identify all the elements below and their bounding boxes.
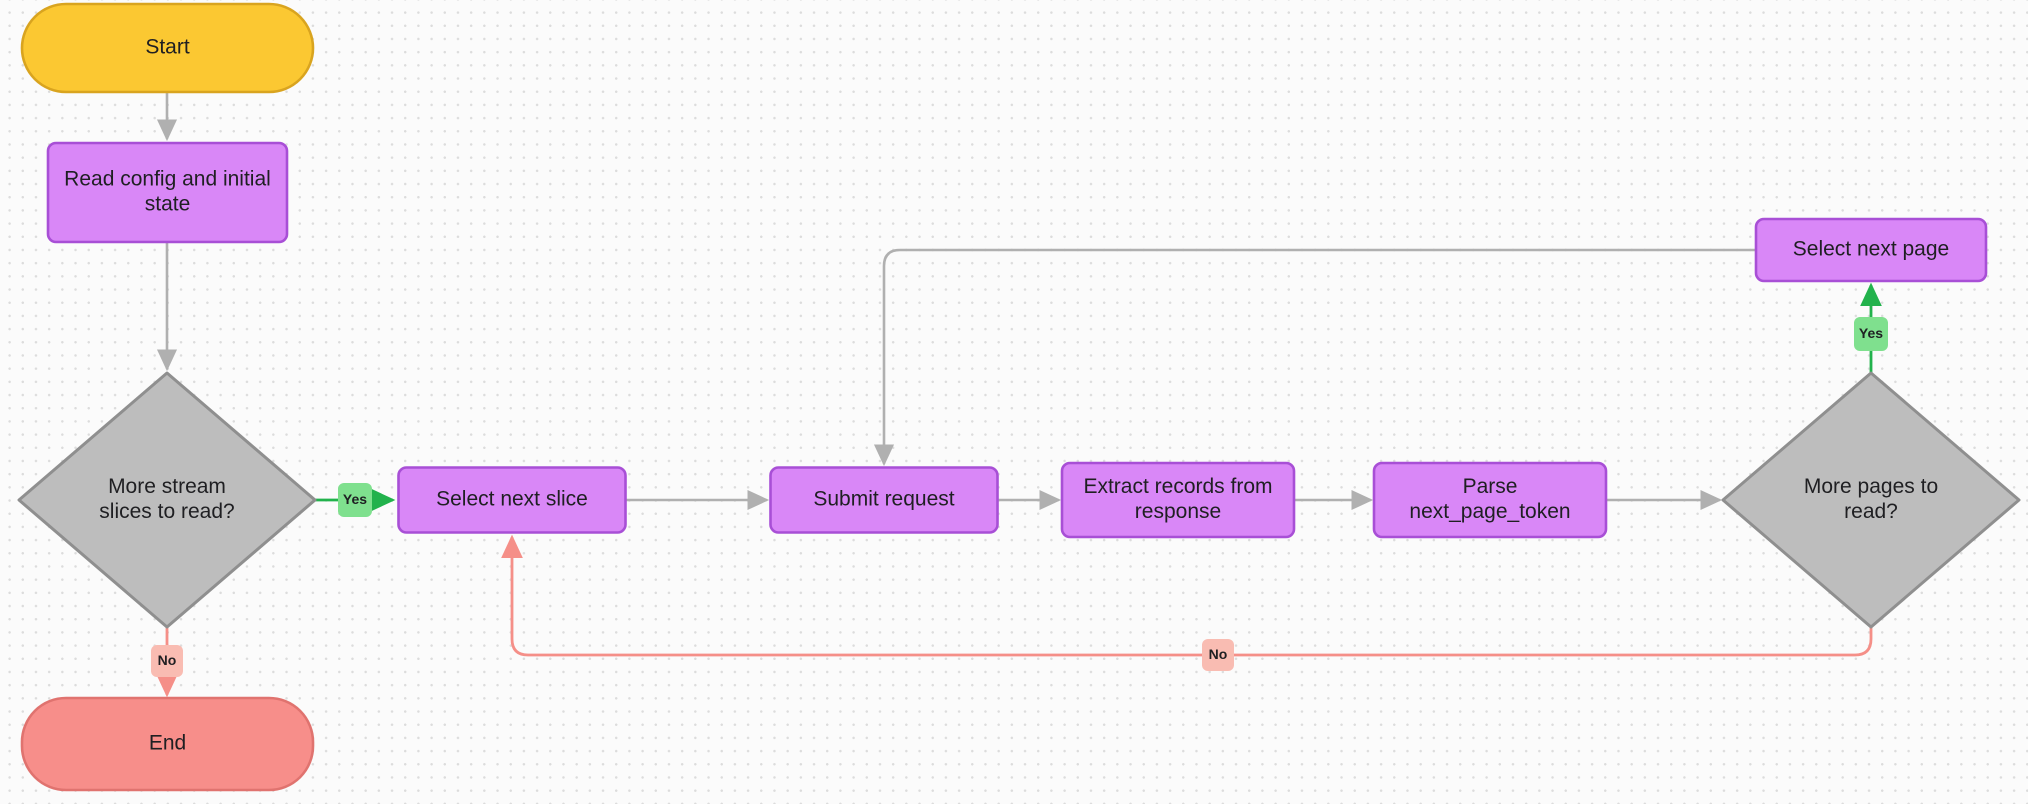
node-label: state — [145, 193, 191, 216]
decision-shape — [17, 371, 317, 629]
process-shape — [769, 466, 999, 534]
node-label: Parse — [1463, 475, 1518, 498]
process-shape — [1372, 461, 1608, 539]
decision-shape — [1721, 371, 2021, 629]
edge-badge-pages-no-slice: No — [1202, 639, 1234, 671]
node-label: Submit request — [813, 488, 954, 511]
node-label: End — [149, 732, 186, 755]
process-shape — [1060, 461, 1296, 539]
badge-bg — [338, 483, 372, 517]
node-label: More pages to — [1804, 475, 1938, 498]
badge-bg — [151, 645, 183, 677]
process-shape — [1754, 217, 1988, 283]
edge-selectpage-submit — [873, 248, 1758, 467]
terminator-shape — [20, 2, 315, 94]
process-shape — [397, 466, 627, 534]
badge-label: Yes — [1859, 325, 1883, 341]
node-label: Start — [145, 36, 190, 59]
terminator-shape — [20, 696, 315, 792]
edge-badge-decision-yes-slice: Yes — [338, 483, 372, 517]
edge-badge-pages-yes-selectpage: Yes — [1854, 317, 1888, 351]
node-label: Read config and initial — [64, 168, 271, 191]
node-label: slices to read? — [99, 500, 234, 523]
node-label: Select next page — [1793, 238, 1949, 261]
edge-pages-no-slice — [501, 534, 1873, 657]
badge-bg — [1854, 317, 1888, 351]
badge-label: Yes — [343, 491, 367, 507]
node-label: More stream — [108, 475, 226, 498]
node-select_page[interactable]: Select next page — [1754, 217, 1988, 283]
edge-badge-decision-no-end: No — [151, 645, 183, 677]
badge-bg — [1202, 639, 1234, 671]
node-label: next_page_token — [1409, 500, 1570, 523]
node-start[interactable]: Start — [20, 2, 315, 94]
badge-label: No — [158, 652, 177, 668]
node-label: response — [1135, 500, 1221, 523]
node-submit_request[interactable]: Submit request — [769, 466, 999, 534]
process-shape — [46, 141, 289, 244]
edges-layer — [156, 90, 1882, 698]
node-end[interactable]: End — [20, 696, 315, 792]
node-select_slice[interactable]: Select next slice — [397, 466, 627, 534]
badge-label: No — [1209, 646, 1228, 662]
node-label: Extract records from — [1083, 475, 1272, 498]
node-label: Select next slice — [436, 488, 588, 511]
node-label: read? — [1844, 500, 1898, 523]
